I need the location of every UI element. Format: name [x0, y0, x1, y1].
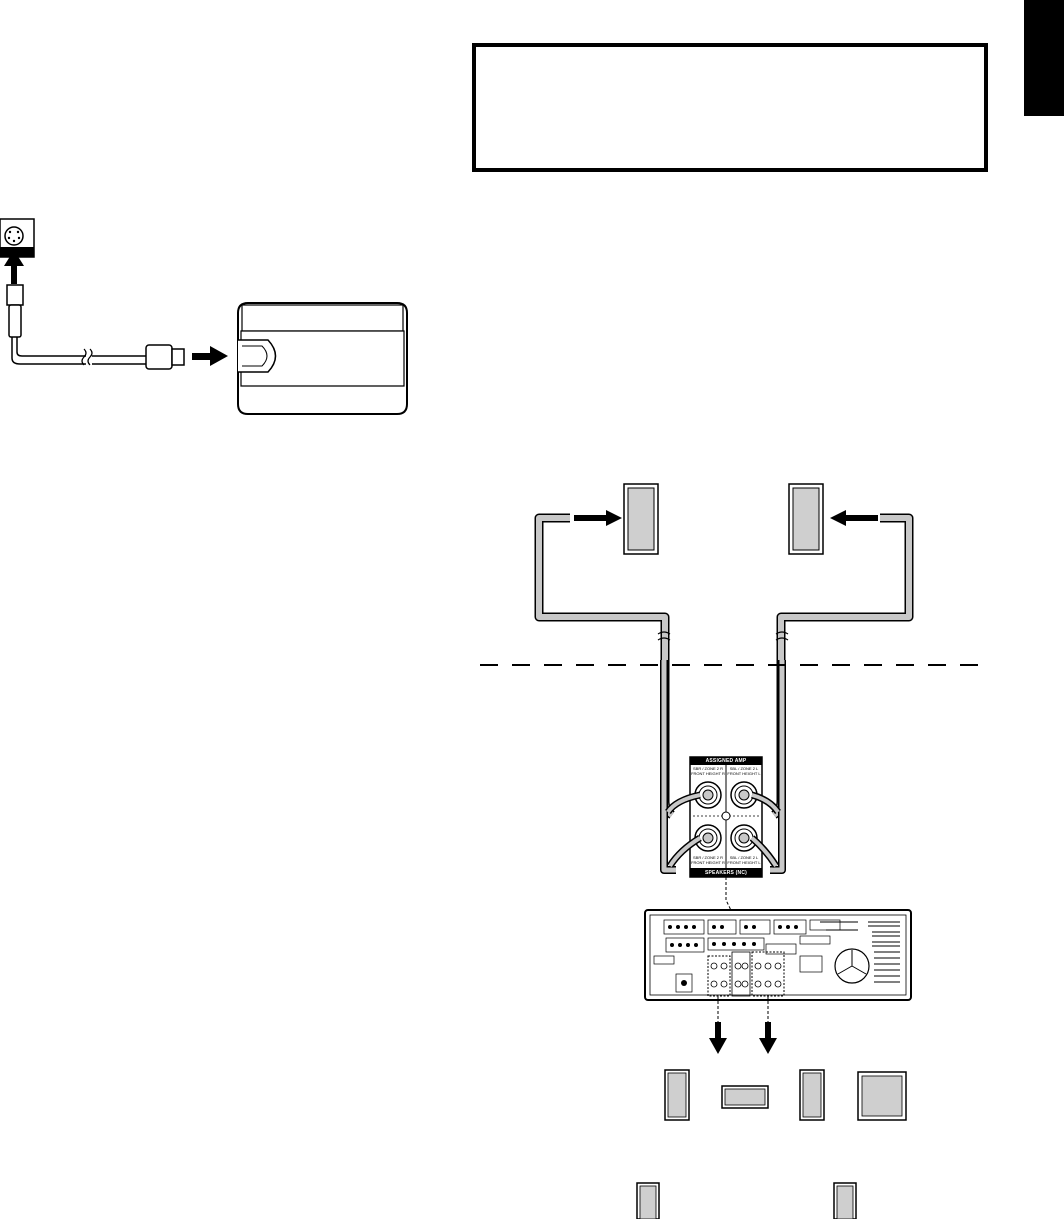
speaker-terminal-panel — [689, 756, 763, 878]
terminal-wire-ends — [665, 791, 781, 868]
terminal-label-top-right: SBL / ZONE 2 L FRONT HEIGHT L — [727, 766, 761, 776]
terminal-top-left — [694, 781, 722, 809]
receiver-rear-panel — [644, 909, 912, 1001]
speaker-center — [721, 1085, 769, 1109]
speaker-front-left — [664, 1069, 690, 1121]
terminal-label-bottom-right: SBL / ZONE 2 L FRONT HEIGHT L — [727, 855, 761, 865]
subwoofer — [857, 1071, 907, 1121]
port-jack — [0, 218, 35, 258]
speaker-front-right — [799, 1069, 825, 1121]
terminal-label-bottom-left: SBR / ZONE 2 R FRONT HEIGHT R — [691, 855, 725, 865]
speaker-surround-left — [636, 1182, 660, 1219]
terminal-panel-footer: SPEAKERS (NC) — [704, 870, 748, 876]
terminal-label-top-left: SBR / ZONE 2 R FRONT HEIGHT R — [691, 766, 725, 776]
right-arrow — [192, 346, 228, 366]
terminal-bottom-right — [730, 824, 758, 852]
arrow-into-left-speaker — [574, 510, 622, 526]
speaker-surround-right — [833, 1182, 857, 1219]
cable-plug — [6, 284, 24, 338]
terminal-panel-header: ASSIGNED AMP — [705, 758, 747, 764]
receiver-to-speakers-arrows — [709, 996, 777, 1054]
speaker-front-height-left — [623, 483, 659, 555]
cable-plug-right — [145, 344, 185, 370]
speaker-cable-left — [534, 513, 676, 874]
arrow-into-right-speaker — [830, 510, 878, 526]
sensor-hub — [237, 302, 408, 415]
speaker-front-height-right — [788, 483, 824, 555]
terminal-top-right — [730, 781, 758, 809]
note-box — [472, 43, 988, 172]
cable — [11, 337, 146, 365]
language-tab — [1024, 0, 1064, 116]
terminal-bottom-left — [694, 824, 722, 852]
cable-break-marks — [657, 631, 789, 641]
up-arrow — [4, 250, 24, 284]
speaker-cable-right — [770, 513, 914, 874]
